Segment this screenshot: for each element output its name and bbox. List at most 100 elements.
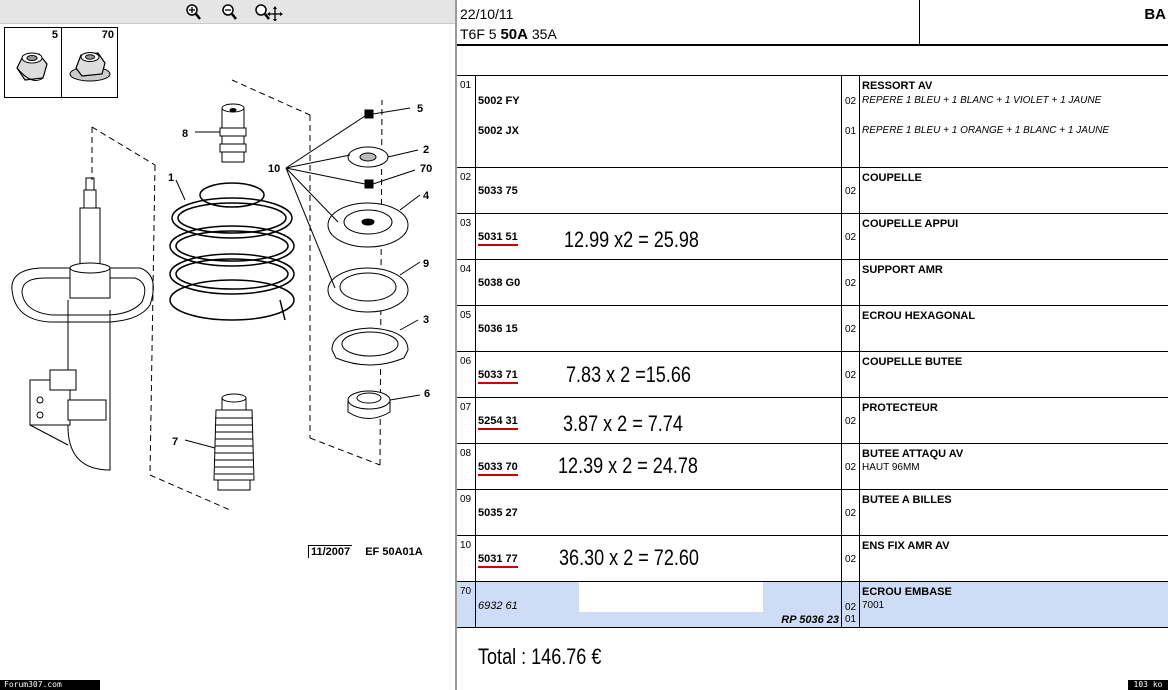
row-ref-cell: 5033 75 bbox=[476, 168, 842, 213]
parts-header: 22/10/11 T6F 5 50A 35A BA bbox=[457, 0, 1168, 46]
part-qty: 02 bbox=[845, 186, 857, 197]
strut-assembly bbox=[11, 177, 154, 471]
thumbnail-number: 5 bbox=[51, 29, 58, 41]
diagram-reference: 11/2007 EF 50A01A bbox=[308, 545, 423, 558]
part-thumbnails: 5 70 bbox=[4, 27, 118, 98]
part-reference[interactable]: 5254 31 bbox=[478, 415, 518, 430]
part-qty: 01 bbox=[845, 126, 857, 137]
header-right-label: BA bbox=[1144, 6, 1166, 23]
row-qty-cell: 02 01 bbox=[842, 76, 860, 167]
table-row[interactable]: 03 5031 51 12.99 x2 = 25.98 02 COUPELLE … bbox=[457, 214, 1168, 260]
part-reference[interactable]: 5033 70 bbox=[478, 461, 518, 476]
row-desc-cell: BUTEE ATTAQU AV HAUT 96MM bbox=[860, 444, 1168, 489]
callout-9: 9 bbox=[423, 258, 429, 270]
table-row[interactable]: 01 5002 FY 5002 JX 02 01 RESSORT AV REPE… bbox=[457, 76, 1168, 168]
part-reference[interactable]: 6932 61 bbox=[478, 600, 518, 612]
zoom-pan-button[interactable] bbox=[253, 3, 283, 22]
part-qty: 02 bbox=[845, 232, 857, 243]
handwritten-total: Total : 146.76 € bbox=[478, 644, 602, 669]
part-qty: 02 bbox=[845, 462, 857, 473]
bump-stop bbox=[219, 103, 247, 163]
table-row[interactable]: 08 5033 70 12.39 x 2 = 24.78 02 BUTEE AT… bbox=[457, 444, 1168, 490]
row-qty-cell: 02 bbox=[842, 352, 860, 397]
zoom-in-button[interactable] bbox=[184, 3, 202, 21]
part-subdescription: REPERE 1 BLEU + 1 ORANGE + 1 BLANC + 1 J… bbox=[862, 125, 1110, 136]
table-row[interactable]: 06 5033 71 7.83 x 2 =15.66 02 COUPELLE B… bbox=[457, 352, 1168, 398]
part-subdescription: REPERE 1 BLEU + 1 BLANC + 1 VIOLET + 1 J… bbox=[862, 95, 1102, 106]
status-left: Forum307.com bbox=[0, 680, 100, 690]
row-number: 03 bbox=[457, 214, 476, 259]
row-desc-cell: COUPELLE APPUI bbox=[860, 214, 1168, 259]
row-qty-cell: 02 bbox=[842, 214, 860, 259]
table-row[interactable]: 10 5031 77 36.30 x 2 = 72.60 02 ENS FIX … bbox=[457, 536, 1168, 582]
handwritten-price: 12.99 x2 = 25.98 bbox=[564, 227, 699, 252]
row-number: 04 bbox=[457, 260, 476, 305]
handwritten-price: 36.30 x 2 = 72.60 bbox=[559, 545, 699, 570]
part-qty: 02 bbox=[845, 508, 857, 519]
part-reference[interactable]: 5031 77 bbox=[478, 553, 518, 568]
row-desc-cell: BUTEE A BILLES bbox=[860, 490, 1168, 535]
row-ref-cell: 6932 61 RP 5036 23 bbox=[476, 582, 842, 627]
row-number: 08 bbox=[457, 444, 476, 489]
table-row-selected[interactable]: 70 6932 61 RP 5036 23 02 01 ECROU EMBASE… bbox=[457, 582, 1168, 628]
pane-divider[interactable] bbox=[455, 0, 457, 690]
table-row[interactable]: 07 5254 31 3.87 x 2 = 7.74 02 PROTECTEUR bbox=[457, 398, 1168, 444]
zoom-pan-icon bbox=[255, 4, 283, 22]
top-mount-stack bbox=[327, 109, 409, 419]
part-reference[interactable]: 5033 71 bbox=[478, 369, 518, 384]
row-number: 06 bbox=[457, 352, 476, 397]
part-reference[interactable]: 5002 JX bbox=[478, 125, 519, 137]
row-desc-cell: COUPELLE BUTEE bbox=[860, 352, 1168, 397]
replacement-reference[interactable]: RP 5036 23 bbox=[781, 614, 839, 626]
part-description: RESSORT AV bbox=[862, 80, 933, 92]
part-description: COUPELLE BUTEE bbox=[862, 356, 963, 368]
row-desc-cell: PROTECTEUR bbox=[860, 398, 1168, 443]
table-row[interactable]: 04 5038 G0 02 SUPPORT AMR bbox=[457, 260, 1168, 306]
part-description: BUTEE ATTAQU AV bbox=[862, 448, 964, 460]
zoom-out-button[interactable] bbox=[220, 3, 238, 21]
row-number: 10 bbox=[457, 536, 476, 581]
coil-spring bbox=[169, 182, 295, 321]
header-model: T6F 5 50A 35A bbox=[460, 26, 557, 43]
callout-10: 10 bbox=[268, 163, 280, 175]
thumbnail-nut-5[interactable]: 5 bbox=[5, 28, 61, 97]
model-prefix: T6F 5 bbox=[460, 26, 501, 42]
part-subdescription: 7001 bbox=[862, 600, 885, 611]
table-row[interactable]: 05 5036 15 02 ECROU HEXAGONAL bbox=[457, 306, 1168, 352]
callout-70: 70 bbox=[420, 163, 432, 175]
row-ref-cell: 5038 G0 bbox=[476, 260, 842, 305]
part-reference[interactable]: 5035 27 bbox=[478, 507, 518, 519]
part-reference[interactable]: 5002 FY bbox=[478, 95, 520, 107]
row-number: 07 bbox=[457, 398, 476, 443]
part-description: COUPELLE APPUI bbox=[862, 218, 959, 230]
part-reference[interactable]: 5033 75 bbox=[478, 185, 518, 197]
row-qty-cell: 02 bbox=[842, 398, 860, 443]
row-number: 09 bbox=[457, 490, 476, 535]
part-description: ENS FIX AMR AV bbox=[862, 540, 950, 552]
row-desc-cell: ECROU HEXAGONAL bbox=[860, 306, 1168, 351]
part-qty: 02 bbox=[845, 96, 857, 107]
part-qty: 02 bbox=[845, 370, 857, 381]
handwritten-price: 7.83 x 2 =15.66 bbox=[566, 362, 691, 387]
table-row[interactable]: 09 5035 27 02 BUTEE A BILLES bbox=[457, 490, 1168, 536]
callout-4: 4 bbox=[423, 190, 430, 202]
thumbnail-nut-70[interactable]: 70 bbox=[61, 28, 117, 97]
part-reference[interactable]: 5038 G0 bbox=[478, 277, 521, 289]
exploded-parts-diagram: 8 1 10 5 2 70 4 9 3 6 7 bbox=[11, 79, 432, 511]
header-divider bbox=[919, 0, 920, 46]
table-row[interactable]: 02 5033 75 02 COUPELLE bbox=[457, 168, 1168, 214]
part-qty: 02 bbox=[845, 278, 857, 289]
flange-nut-icon bbox=[69, 52, 111, 82]
part-qty: 02 bbox=[845, 416, 857, 427]
part-reference[interactable]: 5036 15 bbox=[478, 323, 518, 335]
row-ref-cell: 5036 15 bbox=[476, 306, 842, 351]
row-number: 70 bbox=[457, 582, 476, 627]
row-ref-cell: 5254 31 3.87 x 2 = 7.74 bbox=[476, 398, 842, 443]
part-reference[interactable]: 5031 51 bbox=[478, 231, 518, 246]
diagram-reference-code: EF 50A01A bbox=[365, 546, 423, 558]
row-qty-cell: 02 bbox=[842, 306, 860, 351]
model-suffix: 35A bbox=[528, 26, 557, 42]
part-description: ECROU HEXAGONAL bbox=[862, 310, 976, 322]
part-description: BUTEE A BILLES bbox=[862, 494, 952, 506]
part-description: ECROU EMBASE bbox=[862, 586, 952, 598]
